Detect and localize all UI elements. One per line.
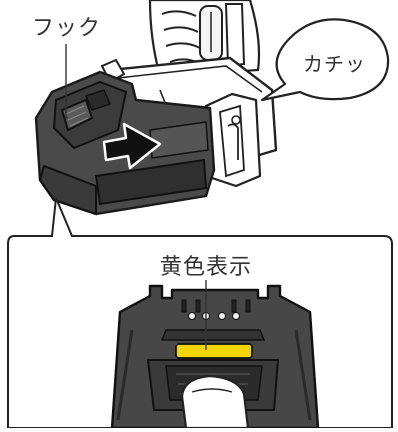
- belt-clip: [204, 92, 262, 188]
- hook-latch: [60, 89, 112, 132]
- tool-handle: [148, 0, 261, 78]
- insert-arrow: [102, 122, 162, 170]
- finger-icon: [180, 374, 250, 430]
- yellow-indicator-label: 黄色表示: [160, 255, 253, 280]
- hook-label: フック: [32, 16, 102, 41]
- yellow-indicator-window: [175, 343, 253, 359]
- click-sound-label: カチッ: [303, 52, 366, 76]
- speech-bubble: [260, 18, 390, 102]
- hook-leader-line: [65, 44, 68, 119]
